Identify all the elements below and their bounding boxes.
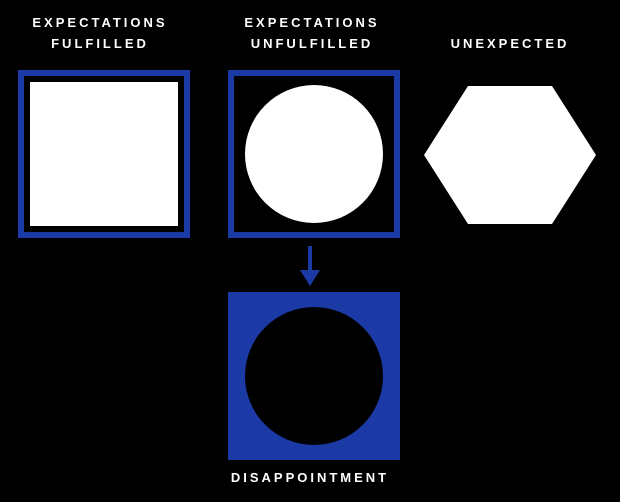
column-label-expectations-unfulfilled: EXPECTATIONS UNFULFILLED <box>214 6 410 54</box>
down-arrow-glyph <box>300 246 320 286</box>
expectations-unfulfilled-square <box>228 70 400 238</box>
expectations-fulfilled-square <box>18 70 190 238</box>
label-line: UNFULFILLED <box>250 36 374 51</box>
label-line: EXPECTATIONS <box>32 15 168 30</box>
white-circle <box>245 85 383 223</box>
down-arrow-icon <box>298 246 322 286</box>
unexpected-hexagon <box>424 86 596 224</box>
black-circle <box>245 307 383 445</box>
hexagon-shape-icon <box>424 86 596 224</box>
result-label: DISAPPOINTMENT <box>230 470 390 485</box>
label-line: EXPECTATIONS <box>244 15 380 30</box>
label-line: FULFILLED <box>51 36 149 51</box>
column-label-unexpected: UNEXPECTED <box>418 6 602 54</box>
column-label-expectations-fulfilled: EXPECTATIONS FULFILLED <box>8 6 192 54</box>
label-line: UNEXPECTED <box>450 36 570 51</box>
white-square-fill <box>30 82 178 226</box>
disappointment-square <box>228 292 400 460</box>
